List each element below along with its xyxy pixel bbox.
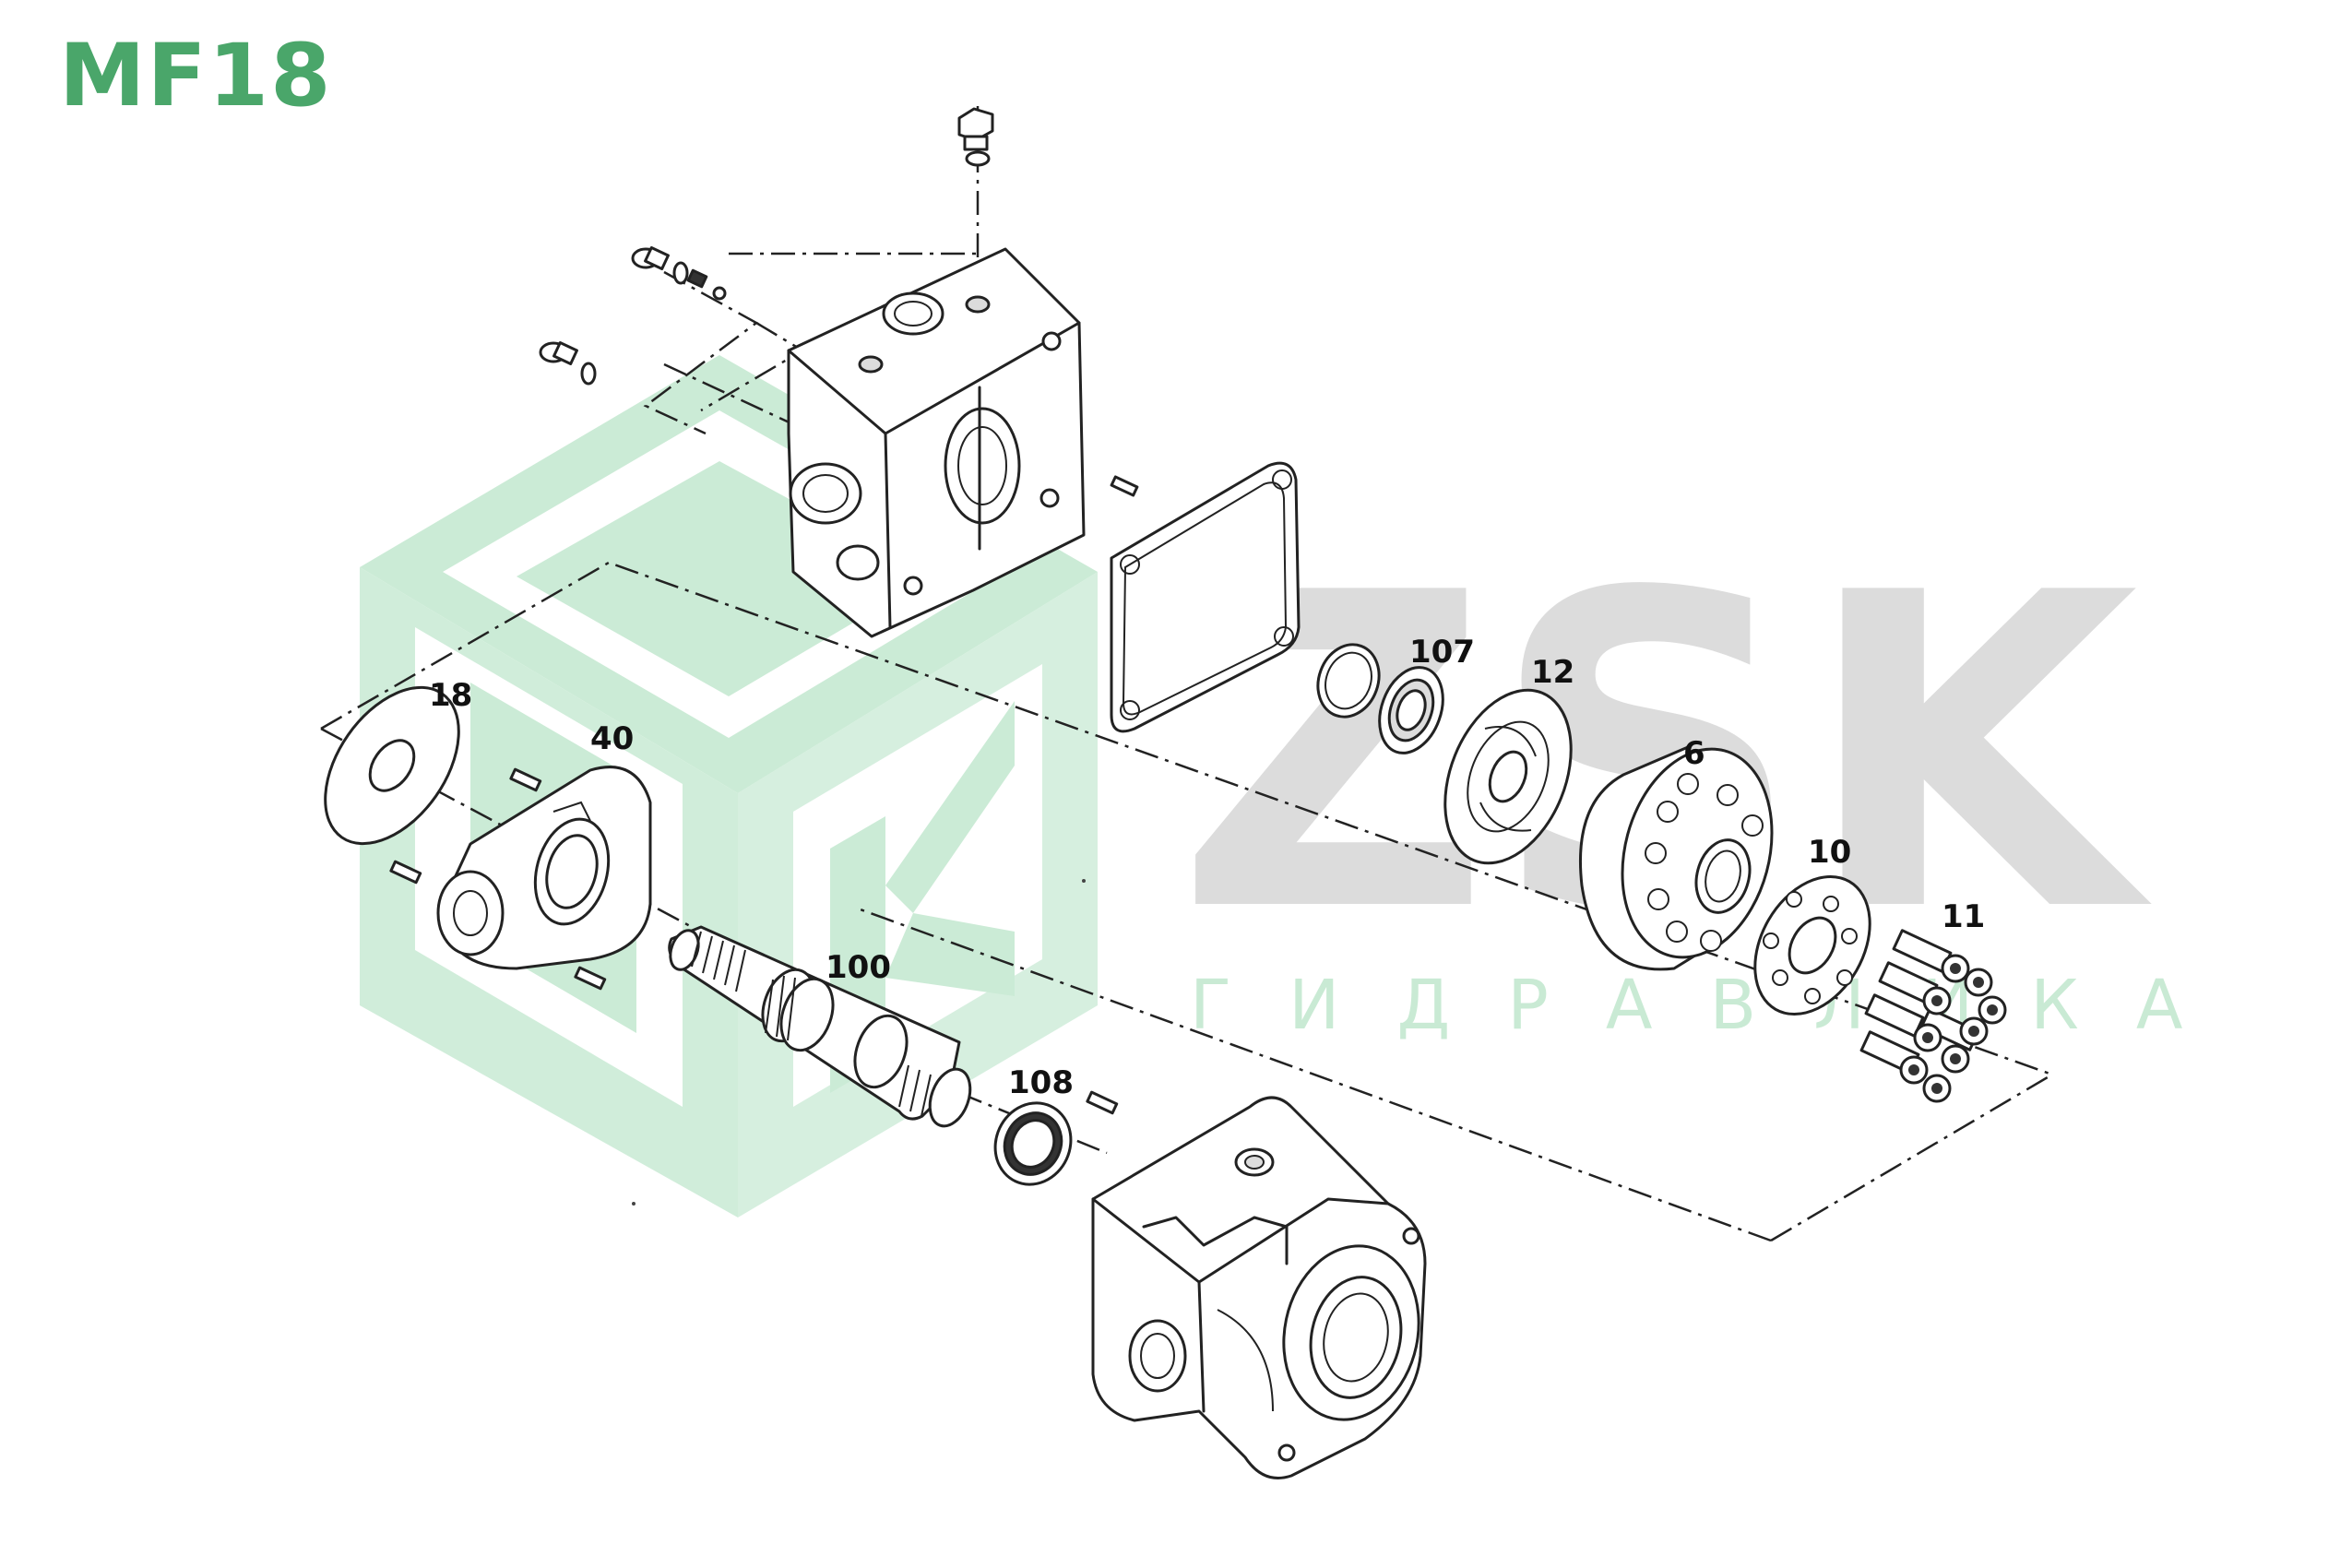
front-housing [1091, 1096, 1427, 1479]
end-cover-housing [787, 247, 1086, 638]
gasket [1110, 461, 1301, 733]
reference-dot [1082, 879, 1086, 883]
label-part-12: 12 [1531, 654, 1574, 691]
retainer-plate-10 [1753, 874, 1871, 1016]
label-part-100: 100 [826, 949, 891, 986]
watermark-subtitle-text: ГИДРАВЛИКА [1190, 966, 2239, 1045]
label-part-40: 40 [590, 720, 634, 757]
label-part-11: 11 [1942, 898, 1985, 935]
dowel-pin-front [1086, 1090, 1119, 1115]
dowel-pins-swash [389, 767, 607, 991]
bearing-107 [1378, 666, 1444, 754]
bearing-108 [993, 1101, 1073, 1186]
o-ring [1316, 643, 1381, 719]
side-plug-upper [631, 246, 727, 301]
side-plug-lower [539, 341, 597, 386]
dowel-pin-top [1110, 475, 1139, 497]
thrust-washer-18 [324, 685, 460, 846]
part-number-labels: 18 40 100 107 12 6 10 11 108 [429, 634, 1985, 1101]
top-plug [957, 107, 994, 167]
piston-set-11 [1859, 929, 2007, 1103]
drive-shaft-100 [668, 925, 972, 1128]
swash-plate-40 [436, 766, 652, 970]
diagram-title: MF18 [59, 26, 333, 126]
cylinder-block-6 [1578, 745, 1774, 971]
label-part-18: 18 [429, 677, 472, 714]
label-part-107: 107 [1409, 634, 1475, 671]
reference-dot [632, 1202, 636, 1206]
label-part-10: 10 [1808, 834, 1851, 871]
label-part-6: 6 [1683, 735, 1705, 772]
label-part-108: 108 [1008, 1064, 1074, 1101]
valve-plate-12 [1443, 688, 1573, 865]
